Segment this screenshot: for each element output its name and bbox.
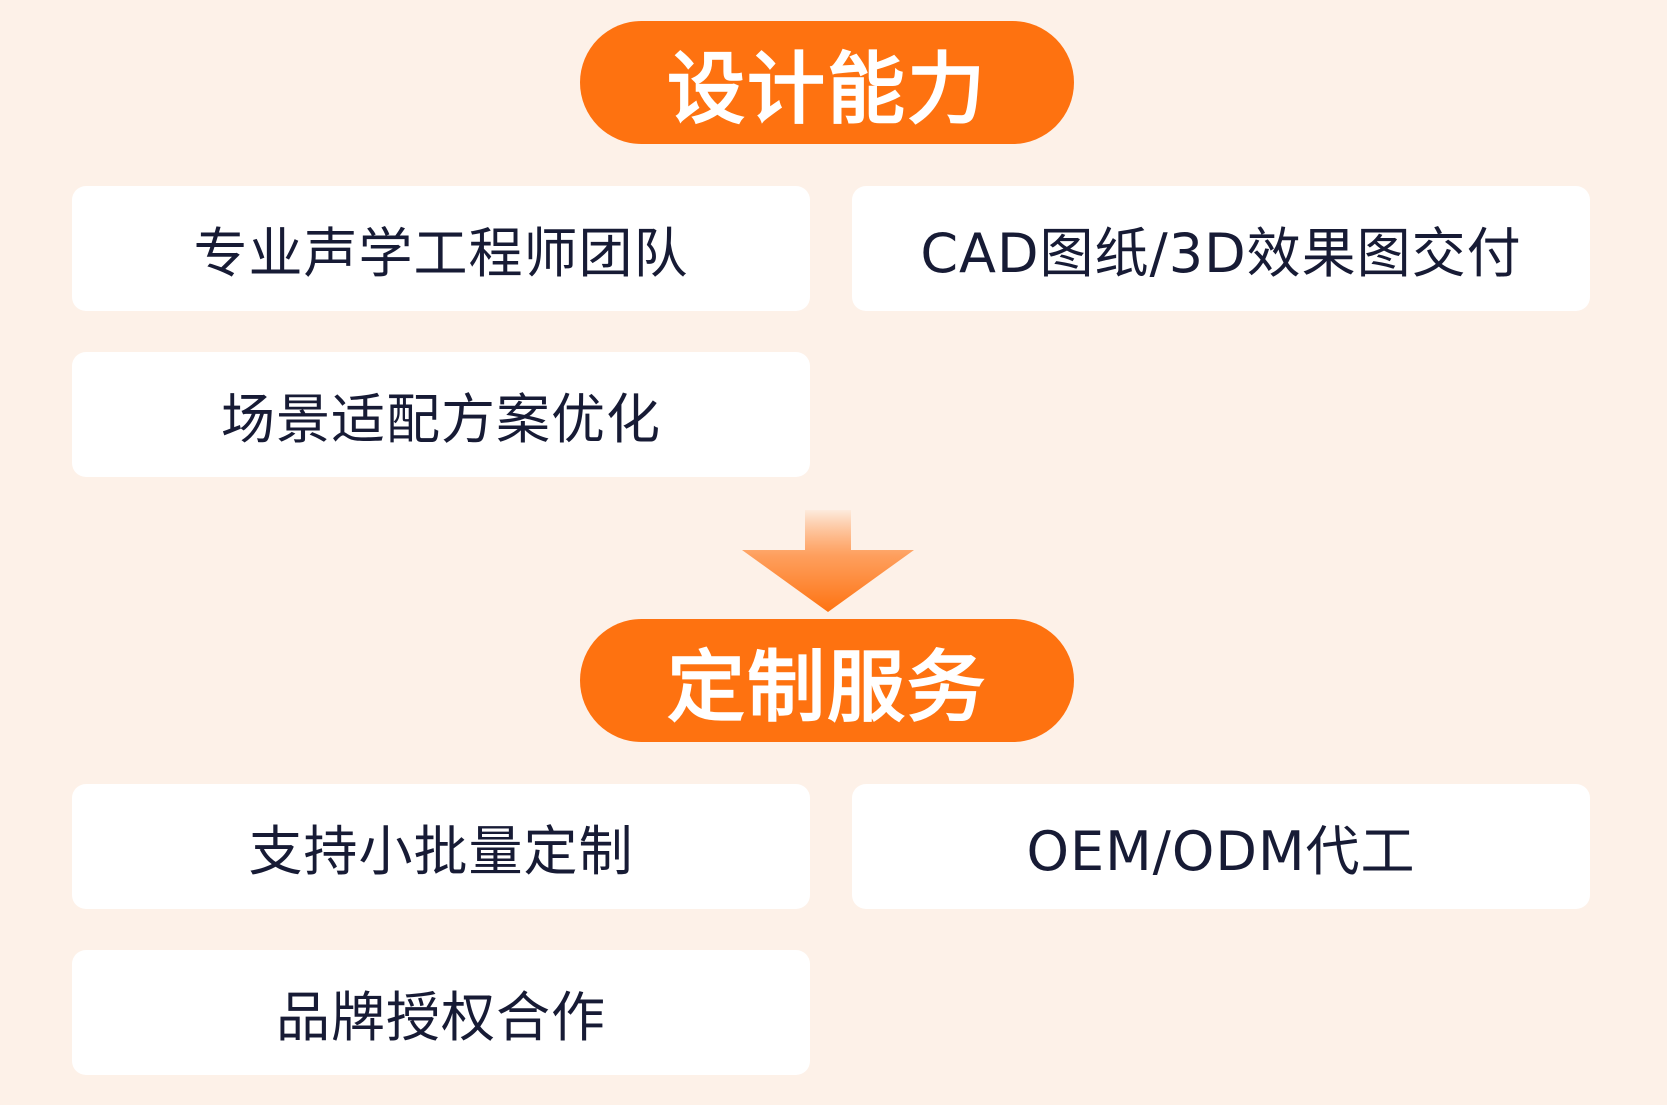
design-item-engineers: 专业声学工程师团队 bbox=[72, 186, 810, 311]
section-title-design: 设计能力 bbox=[580, 21, 1074, 144]
arrow-down-icon bbox=[742, 510, 914, 612]
design-item-scenario: 场景适配方案优化 bbox=[72, 352, 810, 477]
section-title-custom: 定制服务 bbox=[580, 619, 1074, 742]
custom-item-small-batch: 支持小批量定制 bbox=[72, 784, 810, 909]
custom-item-oem-odm: OEM/ODM代工 bbox=[852, 784, 1590, 909]
design-item-cad: CAD图纸/3D效果图交付 bbox=[852, 186, 1590, 311]
custom-item-brand-license: 品牌授权合作 bbox=[72, 950, 810, 1075]
